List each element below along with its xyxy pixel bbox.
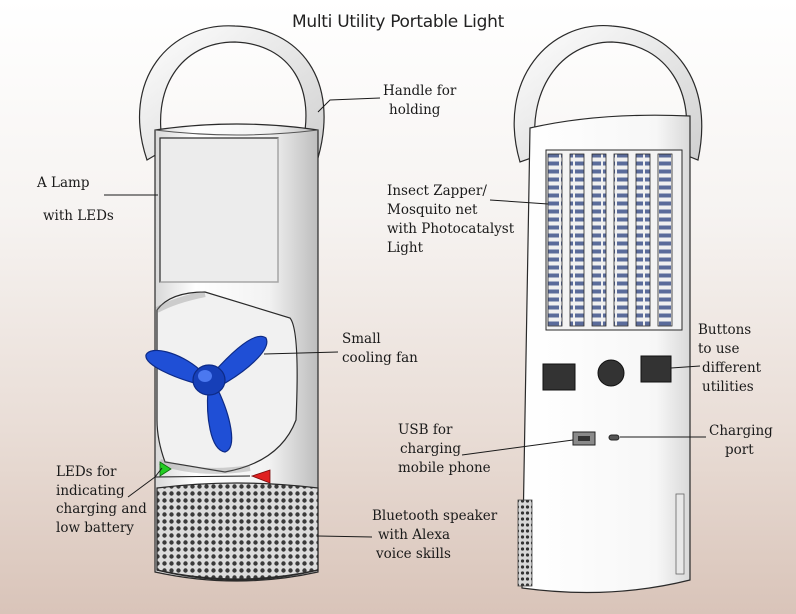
- utility-button-center: [597, 359, 625, 387]
- back-handle: [513, 25, 703, 163]
- lamp-panel: [159, 137, 279, 283]
- label-buttons: Buttons to use different utilities: [698, 322, 762, 395]
- charging-port: [608, 434, 620, 441]
- utility-button-left: [542, 363, 576, 391]
- label-zapper: Insect Zapper/ Mosquito net with Photoca…: [387, 183, 515, 256]
- label-lamp: A Lamp with LEDs: [37, 175, 114, 224]
- label-usb: USB for charging mobile phone: [398, 422, 491, 476]
- label-charging-port: Charging port: [709, 423, 773, 458]
- zapper-slots: [547, 153, 673, 327]
- side-speaker-strip: [517, 499, 533, 587]
- back-device: [513, 25, 703, 594]
- led-green: [159, 461, 172, 477]
- callout-lines: [104, 97, 706, 538]
- speaker-grill: [156, 482, 319, 580]
- label-fan: Small cooling fan: [342, 331, 418, 366]
- led-red: [250, 469, 271, 484]
- utility-button-right: [640, 355, 672, 383]
- label-handle: Handle for holding: [383, 83, 457, 118]
- label-speaker: Bluetooth speaker with Alexa voice skill…: [372, 508, 498, 562]
- diagram-title: Multi Utility Portable Light: [292, 12, 504, 32]
- front-device: [138, 25, 325, 582]
- cooling-fan: [145, 335, 268, 453]
- label-leds: LEDs for indicating charging and low bat…: [56, 464, 147, 536]
